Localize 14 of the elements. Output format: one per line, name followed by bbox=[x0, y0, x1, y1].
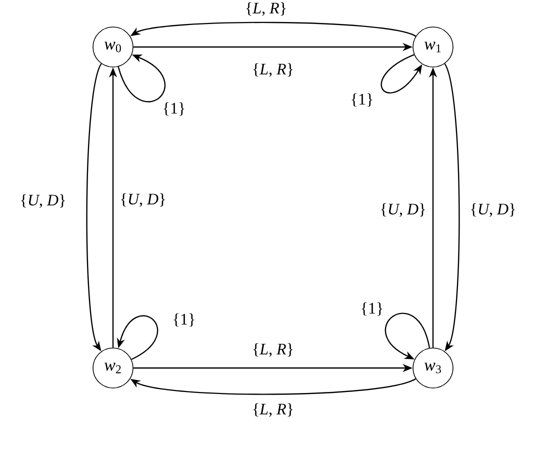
edge-label: {U, D} bbox=[468, 202, 518, 218]
edge-label: {1} bbox=[359, 301, 385, 317]
edge-label: {1} bbox=[349, 92, 375, 108]
edge-label: {L, R} bbox=[251, 402, 296, 418]
edge-label: {U, D} bbox=[18, 193, 68, 209]
arrow bbox=[118, 54, 166, 102]
edge-label: {U, D} bbox=[118, 192, 168, 208]
edge-label: {L, R} bbox=[251, 342, 296, 358]
edge-label: {1} bbox=[171, 312, 197, 328]
arrow bbox=[385, 312, 430, 360]
edge-label: {U, D} bbox=[378, 202, 428, 218]
edge-label: {L, R} bbox=[244, 1, 288, 17]
edge-label: {L, R} bbox=[251, 62, 296, 78]
edge-label: {1} bbox=[161, 101, 187, 117]
